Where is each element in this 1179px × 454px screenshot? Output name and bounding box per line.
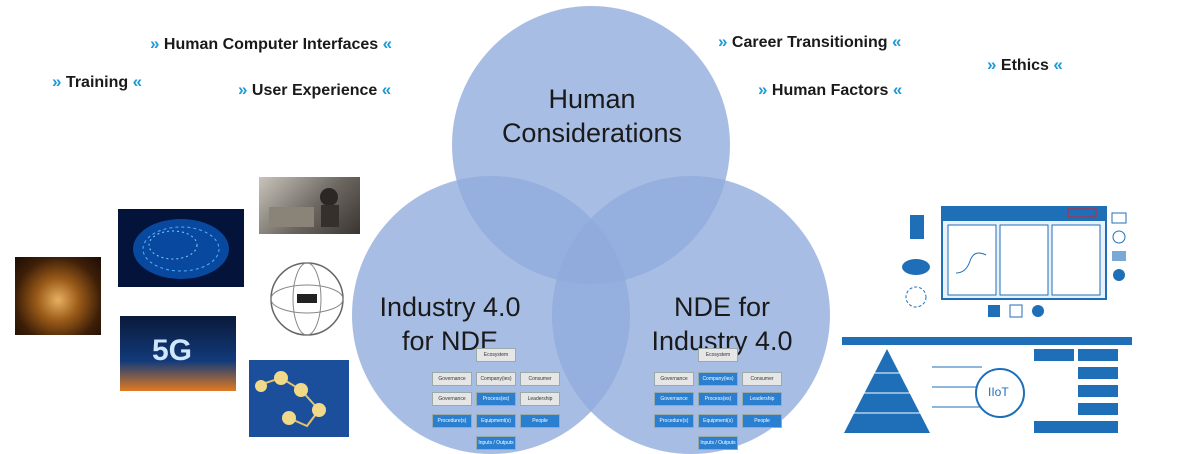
org-box: Process(es): [698, 392, 738, 406]
photo-5g: 5G: [120, 316, 236, 391]
open-quote: »: [987, 55, 997, 74]
org-box: Procedure(s): [432, 414, 472, 428]
org-bottom: Inputs / Outputs: [476, 436, 516, 450]
org-box: Equipment(s): [476, 414, 516, 428]
open-quote: »: [150, 34, 160, 53]
worker-graphic: [269, 188, 339, 227]
5g-label: 5G: [152, 334, 193, 367]
photo-worker-machine: [259, 177, 360, 234]
close-quote: «: [132, 72, 143, 91]
close-quote: «: [892, 80, 903, 99]
pipeline-graphic: [902, 206, 1127, 318]
label-line: Industry 4.0: [379, 292, 521, 322]
tag-label: Human Factors: [771, 82, 889, 99]
close-quote: «: [1053, 55, 1063, 74]
tag-ethics: » Ethics «: [987, 55, 1063, 75]
tag-training: » Training «: [52, 72, 142, 92]
tag-hci: » Human Computer Interfaces «: [150, 34, 392, 54]
open-quote: »: [238, 80, 248, 99]
drone-graphic: [270, 262, 344, 336]
network-graphic: [255, 371, 326, 428]
org-box: Consumer: [742, 372, 782, 386]
org-root: Ecosystem: [698, 348, 738, 362]
org-box: Company(ies): [476, 372, 516, 386]
org-box: Company(ies): [698, 372, 738, 386]
org-box: Equipment(s): [698, 414, 738, 428]
org-box: Governance: [654, 372, 694, 386]
label-line: NDE for: [673, 292, 771, 322]
photo-digital-brain: [118, 209, 244, 287]
photo-ornate-sphere: [15, 257, 101, 335]
org-box: Leadership: [742, 392, 782, 406]
org-box: Consumer: [520, 372, 560, 386]
open-quote: »: [52, 72, 62, 91]
open-quote: »: [718, 32, 728, 51]
data-pipeline-diagram: [896, 205, 1136, 323]
tag-human-factors: » Human Factors «: [758, 80, 902, 100]
org-box: Governance: [654, 392, 694, 406]
iiot-label: IIoT: [988, 385, 1009, 399]
org-box: People: [742, 414, 782, 428]
org-box: People: [520, 414, 560, 428]
org-box: Leadership: [520, 392, 560, 406]
brain-graphic: [133, 219, 229, 279]
org-chart-left: Ecosystem Governance Company(ies) Consum…: [430, 348, 560, 452]
circle-nde-for-industry-40: [552, 176, 830, 454]
org-box: Procedure(s): [654, 414, 694, 428]
pyramid-graphic: [842, 337, 1132, 433]
org-box: Governance: [432, 372, 472, 386]
iiot-pyramid-diagram: IIoT: [842, 337, 1132, 437]
close-quote: «: [381, 80, 392, 99]
tag-label: User Experience: [251, 82, 378, 99]
org-box: Process(es): [476, 392, 516, 406]
org-box: Governance: [432, 392, 472, 406]
label-line: Human: [548, 84, 636, 114]
org-chart-right: Ecosystem Governance Company(ies) Consum…: [652, 348, 782, 452]
tag-label: Human Computer Interfaces: [163, 36, 379, 53]
photo-gold-network: [249, 360, 349, 437]
label-line: Considerations: [501, 118, 683, 148]
tag-ux: » User Experience «: [238, 80, 391, 100]
close-quote: «: [891, 32, 902, 51]
close-quote: «: [382, 34, 393, 53]
org-bottom: Inputs / Outputs: [698, 436, 738, 450]
label-nde-for-industry-40: NDE for Industry 4.0: [632, 290, 812, 358]
tag-label: Ethics: [1000, 57, 1049, 74]
open-quote: »: [758, 80, 768, 99]
tag-career: » Career Transitioning «: [718, 32, 901, 52]
photo-drone-cage: [263, 258, 351, 340]
tag-label: Training: [65, 74, 129, 91]
org-root: Ecosystem: [476, 348, 516, 362]
label-human-considerations: Human Considerations: [482, 82, 702, 150]
tag-label: Career Transitioning: [731, 34, 888, 51]
